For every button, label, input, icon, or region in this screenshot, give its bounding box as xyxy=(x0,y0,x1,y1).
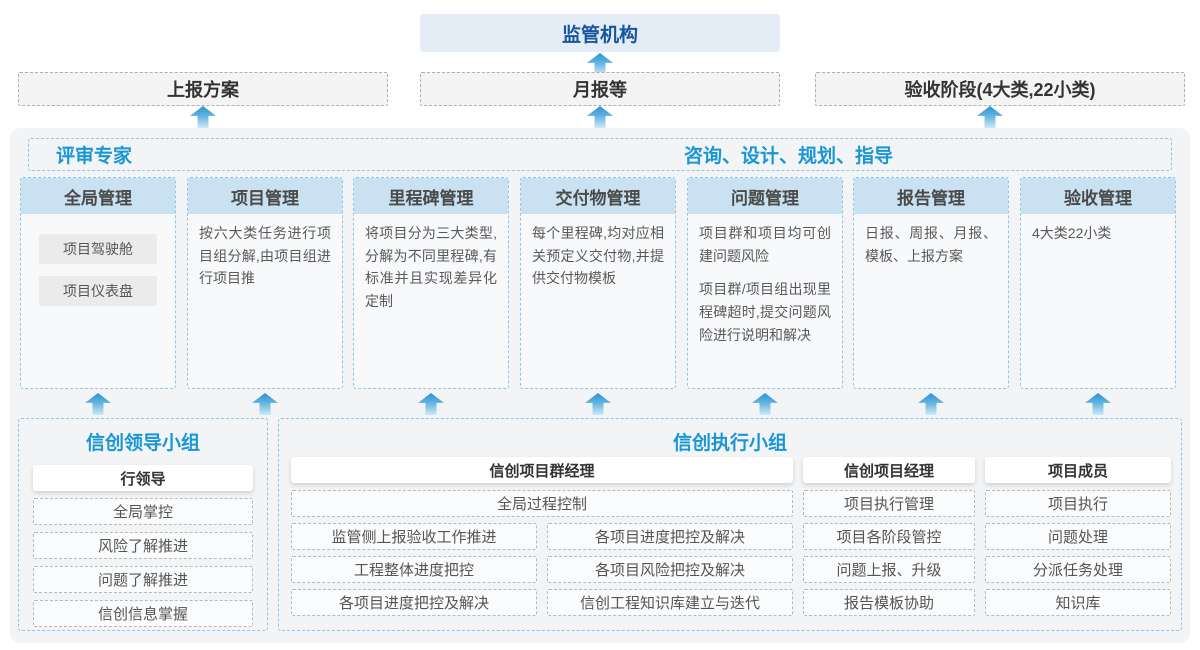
member-item: 问题处理 xyxy=(985,523,1171,550)
regulator-box: 监管机构 xyxy=(420,14,780,52)
column-title: 报告管理 xyxy=(854,178,1008,214)
column-milestone-management: 里程碑管理 将项目分为三大类型,分解为不同里程碑,有标准并且实现差异化定制 xyxy=(353,177,509,389)
column-text: 日报、周报、月报、模板、上报方案 xyxy=(865,225,997,264)
column-text: 每个里程碑,均对应相关预定义交付物,并提供交付物模板 xyxy=(532,225,664,287)
report-box-monthly: 月报等 xyxy=(420,72,780,106)
report-box-acceptance: 验收阶段(4大类,22小类) xyxy=(815,72,1185,106)
column-deliverable-management: 交付物管理 每个里程碑,均对应相关预定义交付物,并提供交付物模板 xyxy=(520,177,676,389)
column-text: 将项目分为三大类型,分解为不同里程碑,有标准并且实现差异化定制 xyxy=(365,225,497,310)
pg-item: 各项目进度把控及解决 xyxy=(547,523,793,550)
pm-item: 报告模板协助 xyxy=(803,589,975,616)
arrow-up-icon xyxy=(190,106,216,128)
role-project-manager: 信创项目经理 xyxy=(803,457,975,483)
pg-item: 信创工程知识库建立与迭代 xyxy=(547,589,793,616)
column-title: 全局管理 xyxy=(21,178,175,214)
member-item: 分派任务处理 xyxy=(985,556,1171,583)
arrow-up-icon xyxy=(587,106,613,128)
pg-item: 监管侧上报验收工作推进 xyxy=(291,523,537,550)
column-global-management: 全局管理 项目驾驶舱 项目仪表盘 xyxy=(20,177,176,389)
leader-item: 全局掌控 xyxy=(33,498,253,525)
tag-project-dashboard: 项目仪表盘 xyxy=(39,276,157,306)
program-manager-column: 信创项目群经理 全局过程控制 监管侧上报验收工作推进 工程整体进度把控 各项目进… xyxy=(291,457,793,622)
project-member-column: 项目成员 项目执行 问题处理 分派任务处理 知识库 xyxy=(985,457,1171,622)
experts-right-label: 咨询、设计、规划、指导 xyxy=(684,146,894,167)
pg-item: 各项目进度把控及解决 xyxy=(291,589,537,616)
execution-group-title: 信创执行小组 xyxy=(672,433,787,454)
member-item: 知识库 xyxy=(985,589,1171,616)
project-manager-column: 信创项目经理 项目执行管理 项目各阶段管控 问题上报、升级 报告模板协助 xyxy=(803,457,975,622)
pg-item: 全局过程控制 xyxy=(291,490,793,517)
pg-item: 各项目风险把控及解决 xyxy=(547,556,793,583)
experts-bar: 评审专家 咨询、设计、规划、指导 xyxy=(28,138,1172,171)
role-project-member: 项目成员 xyxy=(985,457,1171,483)
report-box-plan: 上报方案 xyxy=(18,72,388,106)
column-text: 按六大类任务进行项目组分解,由项目组进行项目推 xyxy=(199,225,331,287)
role-program-manager: 信创项目群经理 xyxy=(291,457,793,483)
column-report-management: 报告管理 日报、周报、月报、模板、上报方案 xyxy=(853,177,1009,389)
experts-left-label: 评审专家 xyxy=(56,146,133,167)
leader-item: 风险了解推进 xyxy=(33,532,253,559)
column-text: 项目群/项目组出现里程碑超时,提交问题风险进行说明和解决 xyxy=(699,281,831,343)
pm-item: 项目各阶段管控 xyxy=(803,523,975,550)
column-title: 交付物管理 xyxy=(521,178,675,214)
leader-item: 信创信息掌握 xyxy=(33,600,253,627)
leader-item: 问题了解推进 xyxy=(33,566,253,593)
column-title: 里程碑管理 xyxy=(354,178,508,214)
column-text: 项目群和项目均可创建问题风险 xyxy=(699,225,831,264)
pg-item: 工程整体进度把控 xyxy=(291,556,537,583)
column-project-management: 项目管理 按六大类任务进行项目组分解,由项目组进行项目推 xyxy=(187,177,343,389)
leader-group: 信创领导小组 行领导 全局掌控 风险了解推进 问题了解推进 信创信息掌握 xyxy=(18,418,268,631)
tag-project-cockpit: 项目驾驶舱 xyxy=(39,234,157,264)
role-bank-leader: 行领导 xyxy=(33,465,253,491)
leader-group-title: 信创领导小组 xyxy=(85,433,200,454)
pm-item: 问题上报、升级 xyxy=(803,556,975,583)
column-title: 验收管理 xyxy=(1021,178,1175,214)
platform-container: 评审专家 咨询、设计、规划、指导 全局管理 项目驾驶舱 项目仪表盘 项目管理 按… xyxy=(10,128,1190,643)
column-acceptance-management: 验收管理 4大类22小类 xyxy=(1020,177,1176,389)
member-item: 项目执行 xyxy=(985,490,1171,517)
column-text: 4大类22小类 xyxy=(1032,225,1112,241)
column-title: 项目管理 xyxy=(188,178,342,214)
execution-group: 信创执行小组 信创项目群经理 全局过程控制 监管侧上报验收工作推进 工程整体进度… xyxy=(278,418,1182,631)
column-title: 问题管理 xyxy=(688,178,842,214)
arrow-up-icon xyxy=(977,106,1003,128)
column-issue-management: 问题管理 项目群和项目均可创建问题风险 项目群/项目组出现里程碑超时,提交问题风… xyxy=(687,177,843,389)
pm-item: 项目执行管理 xyxy=(803,490,975,517)
